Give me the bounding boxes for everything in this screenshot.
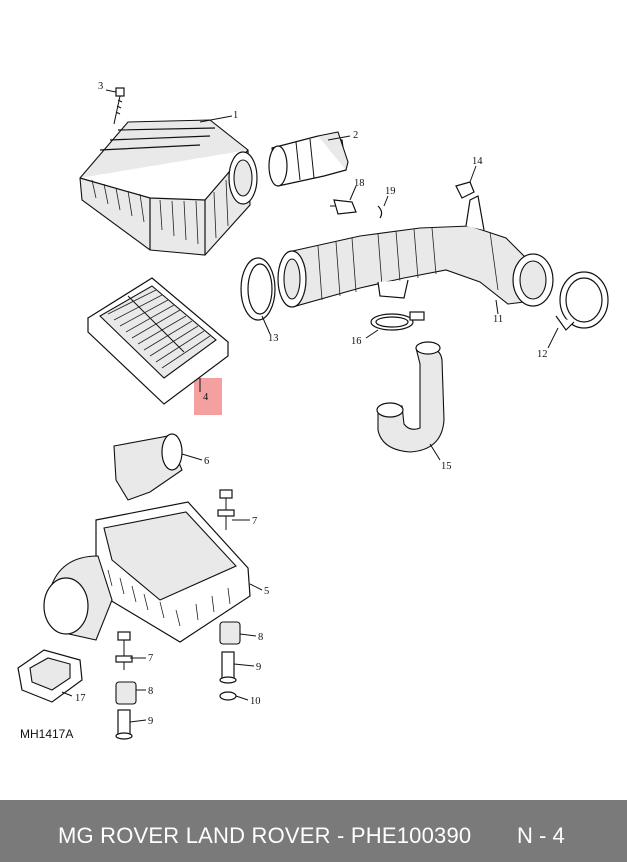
callout-9-right: 9 (256, 662, 261, 673)
callout-14: 14 (472, 156, 483, 167)
filter-element-4 (87, 277, 229, 415)
callout-1: 1 (233, 110, 238, 121)
callout-15: 15 (441, 461, 452, 472)
valve-18 (330, 199, 357, 215)
footer-bar (0, 800, 627, 862)
clamp-12 (555, 271, 609, 331)
leader-lines (61, 89, 559, 723)
sleeve-9-left (115, 709, 133, 740)
ring-13 (240, 257, 276, 321)
callout-labels: 3 1 2 4 5 6 7 8 9 10 11 12 13 14 15 16 1… (75, 81, 548, 727)
clip-14 (455, 181, 475, 199)
callout-12: 12 (537, 349, 548, 360)
callout-4: 4 (203, 392, 209, 403)
sensor-housing-2 (268, 131, 349, 187)
intake-hose-11 (277, 195, 554, 308)
callout-2: 2 (353, 130, 358, 141)
callout-10: 10 (250, 696, 261, 707)
mount-8-left (115, 681, 137, 705)
bolt-7-right (217, 489, 235, 530)
sleeve-9-right (219, 651, 237, 684)
bolt-3 (113, 87, 125, 125)
clip-19 (377, 205, 383, 219)
callout-3: 3 (98, 81, 103, 92)
clamp-16 (370, 311, 425, 331)
mount-8-right (219, 621, 241, 645)
elbow-duct-15 (376, 341, 445, 453)
bolt-7-left (115, 631, 133, 670)
callout-8-right: 8 (258, 632, 263, 643)
callout-9-left: 9 (148, 716, 153, 727)
washer-10 (219, 691, 237, 701)
callout-6: 6 (204, 456, 209, 467)
footer-page-number: N - 4 (517, 823, 565, 848)
callout-11: 11 (493, 314, 503, 325)
callout-19: 19 (385, 186, 396, 197)
callout-5: 5 (264, 586, 269, 597)
callout-7-right: 7 (252, 516, 257, 527)
callout-17: 17 (75, 693, 86, 704)
callout-18: 18 (354, 178, 365, 189)
diagram-reference-code: MH1417A (20, 727, 74, 741)
callout-13: 13 (268, 333, 279, 344)
callout-16: 16 (351, 336, 362, 347)
parts-diagram: 3 1 2 4 5 6 7 8 9 10 11 12 13 14 15 16 1… (17, 81, 609, 740)
footer-title: MG ROVER LAND ROVER - PHE100390 (58, 823, 472, 848)
air-cleaner-lower-housing (43, 501, 251, 643)
gasket-17 (17, 649, 83, 703)
callout-7-left: 7 (148, 653, 153, 664)
air-cleaner-upper-housing (79, 119, 258, 256)
duct-6 (113, 433, 183, 501)
callout-8-left: 8 (148, 686, 153, 697)
